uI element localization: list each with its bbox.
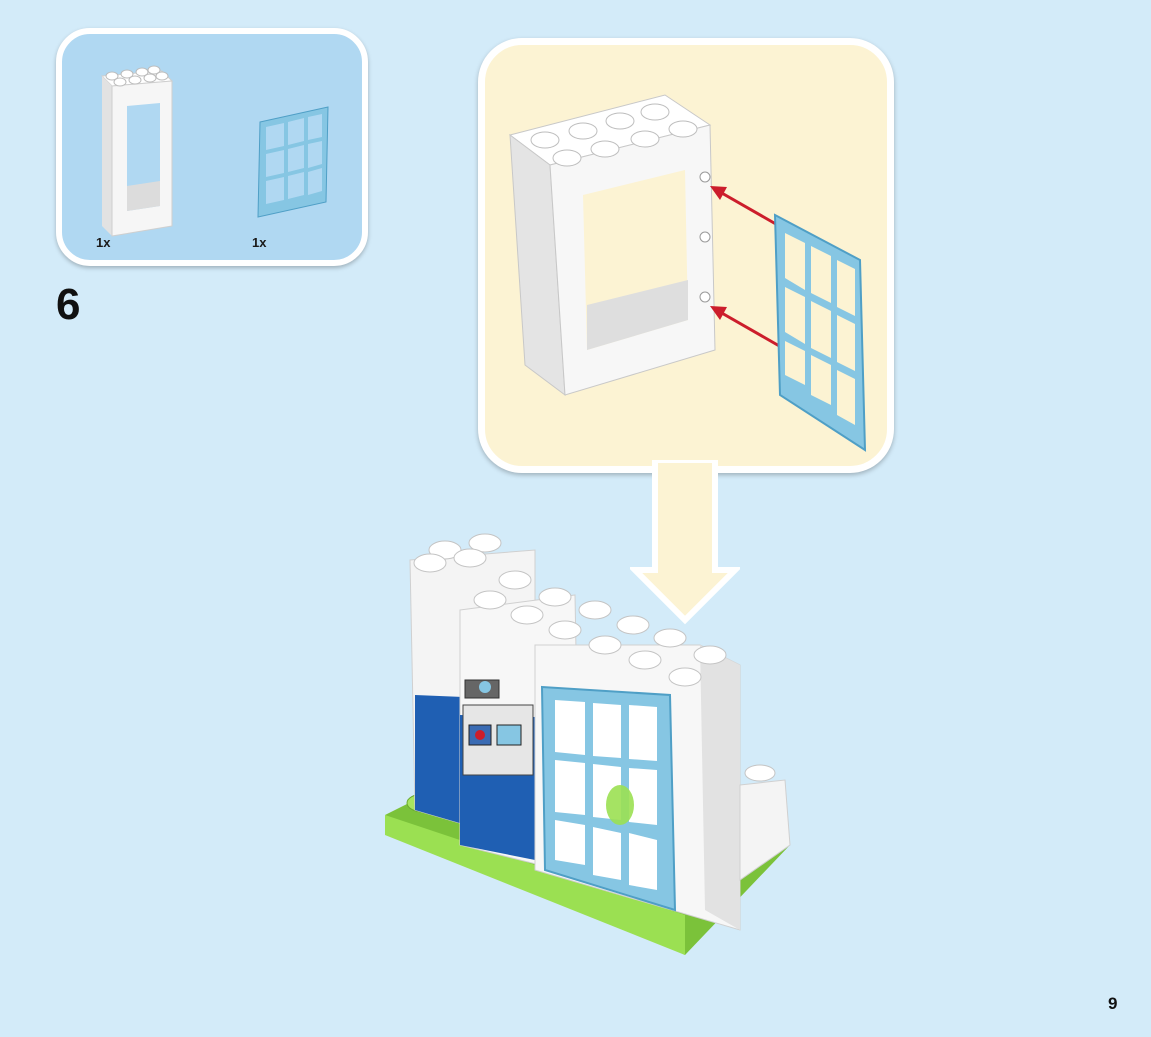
parts-callout: 1x 1x: [56, 28, 368, 266]
frame-window-attach-illustration: [505, 65, 875, 455]
police-station-model-illustration: [385, 515, 795, 960]
window-grille-part-icon: [248, 102, 338, 232]
step-number: 6: [56, 280, 80, 330]
frame-quantity: 1x: [96, 235, 110, 250]
page-number: 9: [1108, 994, 1117, 1014]
window-quantity: 1x: [252, 235, 266, 250]
frame-brick-part-icon: [92, 46, 182, 246]
sub-assembly-callout: [478, 38, 894, 473]
